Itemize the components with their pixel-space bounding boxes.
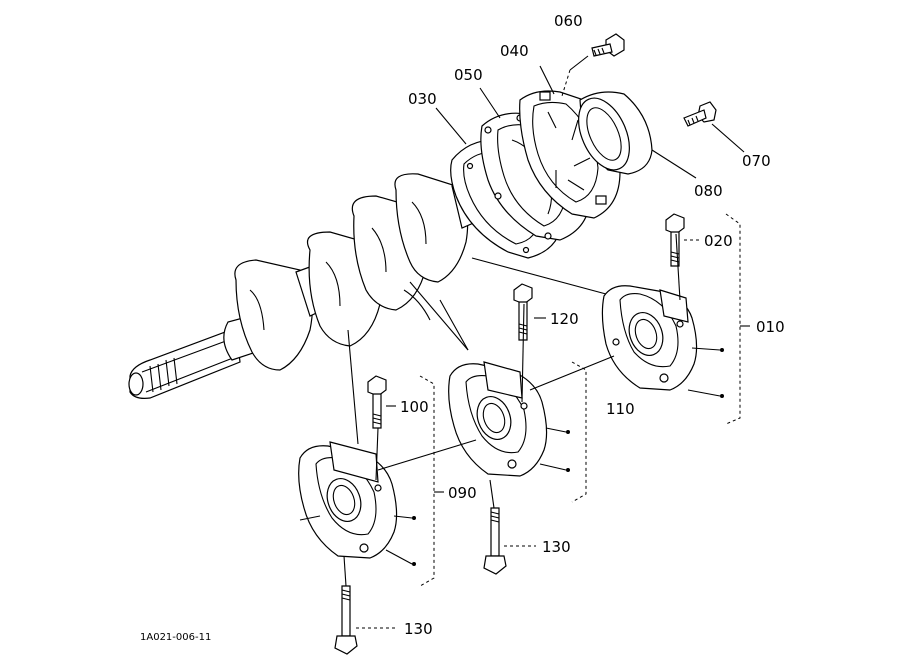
callout-130-middle: 130 [542,538,571,556]
bolt-020 [665,213,685,267]
bolt-130-left [334,585,358,655]
callout-070: 070 [742,152,771,170]
callout-120: 120 [550,310,579,328]
callout-090: 090 [448,484,477,502]
oil-seal-080 [578,91,653,175]
crankshaft [128,171,497,399]
callout-040: 040 [500,42,529,60]
callout-060: 060 [554,12,583,30]
callout-100: 100 [400,398,429,416]
callout-030: 030 [408,90,437,108]
bearing-case-010 [601,285,698,391]
assembly-lines [299,233,681,587]
callout-110: 110 [606,400,635,418]
callout-050: 050 [454,66,483,84]
bearing-case-110 [448,361,548,477]
callout-010: 010 [756,318,785,336]
bolt-130-middle [483,507,507,575]
drawing-code: 1A021-006-11 [140,632,211,643]
bolt-060 [591,33,625,57]
bearing-case-090 [298,441,398,559]
callout-130-left: 130 [404,620,433,638]
callout-020: 020 [704,232,733,250]
bolt-120 [513,283,533,341]
leader-lines [356,55,750,629]
bolt-100 [367,375,387,429]
callout-080: 080 [694,182,723,200]
bolt-070 [683,101,717,127]
